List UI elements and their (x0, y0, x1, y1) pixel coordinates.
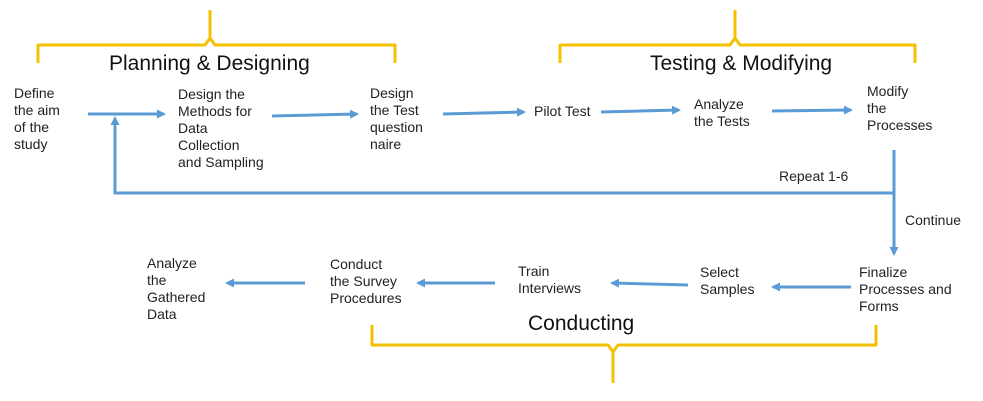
testing-modifying-title: Testing & Modifying (650, 52, 833, 75)
node-define-aim: Define the aim of the study (14, 85, 60, 152)
planning-designing-title: Planning & Designing (109, 52, 310, 75)
node-select-samples: Select Samples (700, 264, 755, 297)
repeat-loop-arrow (110, 116, 894, 195)
arrow-design-test-to-pilot (442, 107, 526, 117)
node-design-methods: Design the Methods for Data Collection a… (178, 86, 264, 170)
node-finalize: Finalize Processes and Forms (859, 264, 952, 314)
node-pilot-test: Pilot Test (534, 103, 591, 119)
node-train-interviews: Train Interviews (518, 263, 582, 296)
planning-bracket (36, 10, 397, 63)
arrow-pilot-to-analyze (600, 105, 681, 115)
arrow-analyze-to-modify (771, 105, 853, 115)
arrow-methods-to-design-test (271, 109, 359, 119)
conducting-bracket (370, 325, 878, 383)
conducting-title: Conducting (528, 312, 635, 335)
node-analyze-tests: Analyze the Tests (694, 96, 750, 129)
repeat-label: Repeat 1-6 (779, 168, 849, 184)
node-design-test: Design the Test question naire (370, 85, 423, 152)
node-conduct-survey: Conduct the Survey Procedures (330, 256, 402, 306)
arrow-select-to-train (610, 278, 689, 288)
continue-label: Continue (905, 212, 962, 228)
testing-bracket (558, 10, 917, 63)
node-modify-processes: Modify the Processes (867, 83, 933, 133)
node-analyze-data: Analyze the Gathered Data (147, 255, 206, 322)
